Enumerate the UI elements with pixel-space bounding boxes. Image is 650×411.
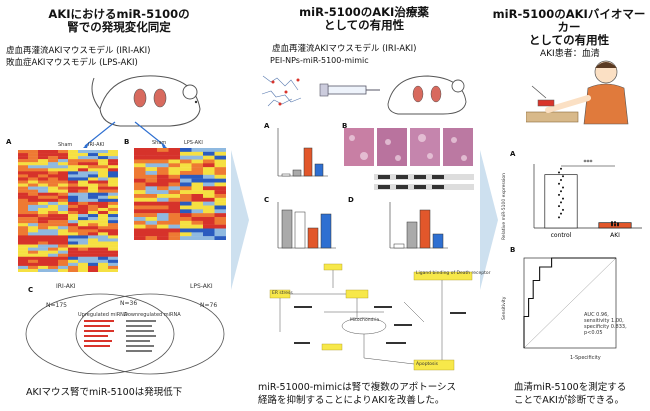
venn-right-label: LPS-AKI <box>190 283 213 290</box>
heatmap-a <box>18 150 118 272</box>
mid-bar-c <box>277 202 336 249</box>
roc-xlabel: 1-Specificity <box>570 355 601 361</box>
heatmap-b <box>134 148 226 240</box>
venn-down-label: Downregulated miRNA <box>124 312 181 318</box>
heatmap-b-col1: Sham <box>152 140 167 146</box>
patient-illustration <box>526 60 629 125</box>
venn-diagram <box>25 293 225 375</box>
roc-pval: p<0.05 <box>584 330 603 336</box>
patient-label: AKI患者：血清 <box>540 49 600 59</box>
left-model2: 敗血症AKIマウスモデル (LPS-AKI) <box>6 58 138 68</box>
venn-n1: N=175 <box>46 302 67 309</box>
tick-label: control <box>551 232 572 239</box>
venn-left-label: IRI-AKI <box>56 283 76 290</box>
right-panel: miR-5100のAKIバイオマーカー としての有用性 AKI患者：血清 A R… <box>488 0 650 411</box>
roc-chart <box>523 257 617 349</box>
middle-panel: miR-5100のAKI治療薬 としての有用性 虚血再灌流AKIマウスモデル (… <box>244 0 491 411</box>
mid-bar-d <box>389 202 448 249</box>
tick-label: AKI <box>610 232 620 239</box>
significance-label: *** <box>584 159 593 166</box>
right-fig-b: B <box>510 246 516 254</box>
roc-curve <box>523 257 616 348</box>
mid-bar-a <box>277 128 328 177</box>
roc-ylabel: Sensitivity <box>502 296 507 320</box>
right-bar-chart: control AKI *** <box>533 159 642 239</box>
left-title: AKIにおけるmiR-5100の 腎での発現変化同定 <box>48 7 190 34</box>
fig-c-label: C <box>28 286 34 294</box>
heatmap-b-col2: LPS-AKI <box>184 140 203 146</box>
pathway-mito-label: Mitochondria <box>350 318 380 323</box>
venn-n3: N=76 <box>200 302 218 309</box>
mid-fig-a: A <box>264 122 270 130</box>
arrow-right-1 <box>231 150 249 290</box>
roc-diagonal <box>523 257 617 349</box>
pathway-diagram <box>269 263 473 371</box>
left-panel: AKIにおけるmiR-5100の 腎での発現変化同定 虚血再灌流AKIマウスモデ… <box>0 0 238 411</box>
left-model1: 虚血再灌流AKIマウスモデル (IRI-AKI) <box>6 46 151 56</box>
western-blot <box>374 174 474 190</box>
left-caption: AKIマウス腎でmiR-5100は発現低下 <box>26 387 183 398</box>
pathway-top-label: Ligand binding of Death receptor <box>416 271 491 276</box>
mid-fig-b: B <box>342 122 348 130</box>
fig-b-label: B <box>124 138 130 146</box>
arrow-right-2 <box>480 150 498 290</box>
fig-a-label: A <box>6 138 12 146</box>
right-a-ylabel: Relative miR-5100 expression <box>502 173 507 240</box>
right-fig-a: A <box>510 150 516 158</box>
bar-control <box>544 174 578 229</box>
mid-fig-d: D <box>348 196 354 204</box>
roc-sens: sensitivity 1.00, <box>584 318 624 324</box>
mid-fig-c: C <box>264 196 270 204</box>
pathway-apoptosis-label: Apoptosis <box>416 362 439 367</box>
venn-n2: N=36 <box>120 300 138 307</box>
down-arrows <box>83 121 167 148</box>
mouse-illustration <box>91 75 201 127</box>
venn-up-label: Upregulated miRNA <box>78 312 128 318</box>
pathway-er-label: ER stress <box>272 291 293 296</box>
drug-name: PEI-NPs-miR-5100-mimic <box>270 56 369 65</box>
histology-images <box>344 128 473 166</box>
roc-auc: AUC 0.96, <box>584 312 609 318</box>
heatmap-a-col2: IRI-AKI <box>88 142 105 148</box>
right-caption: 血清miR-5100を測定する ことでAKIが診断できる。 <box>514 382 627 406</box>
middle-title: miR-5100のAKI治療薬 としての有用性 <box>299 5 429 32</box>
treatment-illustration <box>261 75 467 115</box>
middle-model: 虚血再灌流AKIマウスモデル (IRI-AKI) <box>272 44 417 54</box>
heatmap-a-col1: Sham <box>58 142 73 148</box>
middle-caption: miR-51000-mimicは腎で複数のアポトーシス 経路を抑制することにより… <box>258 382 457 406</box>
right-title: miR-5100のAKIバイオマーカー としての有用性 <box>492 7 646 47</box>
roc-spec: specificity 0.833, <box>584 324 627 330</box>
